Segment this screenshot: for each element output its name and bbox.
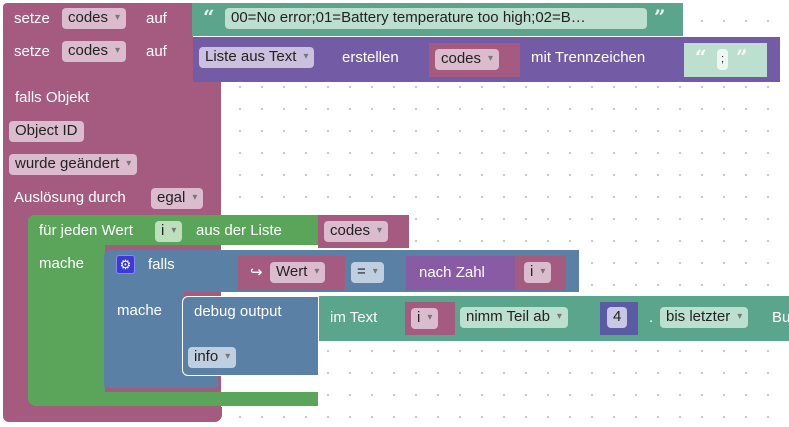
quote-close-icon: ”: [654, 5, 666, 29]
if-body-side: [104, 292, 184, 387]
if-label: falls: [148, 256, 175, 273]
set-label-1: setze: [14, 10, 50, 27]
ack-dropdown[interactable]: egal: [151, 188, 204, 209]
to-label-2: auf: [146, 43, 167, 60]
foreach-variable-dropdown[interactable]: i: [155, 221, 183, 242]
to-number-label: nach Zahl: [419, 264, 485, 281]
source-variable-dropdown[interactable]: codes: [435, 49, 500, 70]
foreach-bottom: [28, 392, 318, 406]
debug-label: debug output: [194, 303, 282, 320]
object-id-field[interactable]: Object ID: [9, 121, 84, 142]
quote-open-icon: “: [203, 5, 215, 29]
to-mode-dropdown[interactable]: bis letzter: [660, 307, 749, 328]
log-level-dropdown[interactable]: info: [188, 347, 237, 368]
if-bottom: [104, 375, 218, 388]
set-label-2: setze: [14, 43, 50, 60]
trailing-label: Bu: [772, 309, 789, 326]
trigger-block-bottom: [3, 407, 222, 421]
convert-variable-dropdown[interactable]: i: [524, 262, 552, 283]
set-variable-dropdown-1[interactable]: codes: [62, 8, 127, 29]
operator-dropdown[interactable]: =: [351, 262, 384, 283]
dot-separator: .: [649, 309, 654, 326]
if-do-label: mache: [117, 302, 163, 319]
delimiter-quote-close-icon: ”: [736, 45, 748, 69]
foreach-do-label: mache: [39, 255, 85, 272]
list-variable-dropdown[interactable]: codes: [324, 221, 389, 242]
delimiter-input[interactable]: ;: [717, 49, 729, 70]
delimiter-label: mit Trennzeichen: [531, 49, 646, 66]
delimiter-quote-open-icon: “: [695, 45, 707, 69]
index-number-input[interactable]: 4: [607, 307, 628, 328]
list-mode-dropdown[interactable]: Liste aus Text: [199, 47, 315, 68]
from-mode-dropdown[interactable]: nimm Teil ab: [460, 307, 568, 328]
arrow-icon: ↪: [250, 264, 263, 281]
text-value-input[interactable]: 00=No error;01=Battery temperature too h…: [225, 8, 647, 29]
condition-dropdown[interactable]: wurde geändert: [9, 154, 138, 175]
substring-label: im Text: [330, 309, 378, 326]
text-variable-dropdown[interactable]: i: [411, 308, 439, 329]
foreach-label: für jeden Wert: [39, 222, 133, 239]
set-variable-dropdown-2[interactable]: codes: [62, 41, 127, 62]
value-dropdown[interactable]: Wert: [270, 262, 326, 283]
list-label: aus der Liste: [196, 222, 282, 239]
gear-icon[interactable]: ⚙: [116, 255, 135, 274]
ack-label: Auslösung durch: [14, 189, 126, 206]
to-label-1: auf: [146, 10, 167, 27]
foreach-body-side: [28, 245, 105, 400]
trigger-title: falls Objekt: [15, 89, 90, 106]
create-label: erstellen: [342, 49, 399, 66]
